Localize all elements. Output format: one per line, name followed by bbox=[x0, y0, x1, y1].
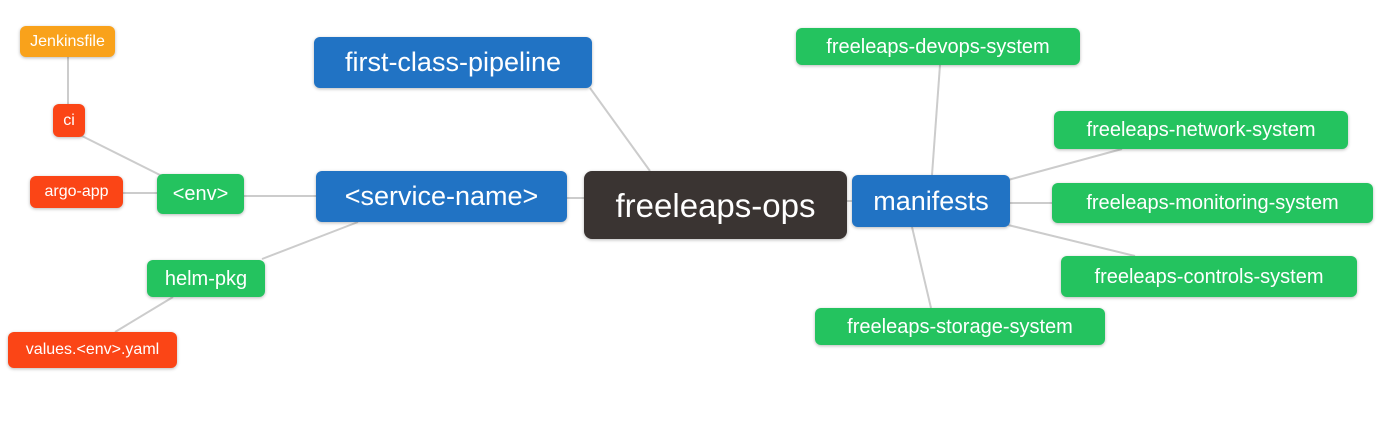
node-label: freeleaps-monitoring-system bbox=[1086, 192, 1339, 214]
mindmap-node-freeleaps-monitoring-system[interactable]: freeleaps-monitoring-system bbox=[1052, 183, 1373, 223]
node-label: freeleaps-devops-system bbox=[826, 35, 1050, 58]
edge-manifests-to-freeleaps-controls-system bbox=[1007, 224, 1136, 257]
edge-manifests-to-freeleaps-storage-system bbox=[911, 226, 932, 309]
edge-manifests-to-freeleaps-network-system bbox=[1007, 148, 1123, 181]
mindmap-node-freeleaps-storage-system[interactable]: freeleaps-storage-system bbox=[815, 308, 1105, 345]
edge-ci-to-env bbox=[79, 134, 163, 177]
mindmap-node-ci[interactable]: ci bbox=[53, 104, 85, 137]
node-label: freeleaps-storage-system bbox=[847, 315, 1073, 338]
node-label: manifests bbox=[873, 185, 989, 216]
mindmap-node-service-name[interactable]: <service-name> bbox=[316, 171, 567, 222]
node-label: ci bbox=[63, 111, 75, 129]
mindmap-node-freeleaps-network-system[interactable]: freeleaps-network-system bbox=[1054, 111, 1348, 149]
edge-helm-pkg-to-values-env-yaml bbox=[114, 296, 174, 333]
mindmap-node-freeleaps-devops-system[interactable]: freeleaps-devops-system bbox=[796, 28, 1080, 65]
mindmap-node-freeleaps-ops[interactable]: freeleaps-ops bbox=[584, 171, 847, 239]
node-label: first-class-pipeline bbox=[344, 47, 562, 77]
node-label: freeleaps-network-system bbox=[1086, 119, 1316, 141]
mindmap-node-values-env-yaml[interactable]: values.<env>.yaml bbox=[8, 332, 177, 368]
node-label: Jenkinsfile bbox=[30, 32, 105, 50]
mindmap-node-manifests[interactable]: manifests bbox=[852, 175, 1010, 227]
node-label: freeleaps-controls-system bbox=[1094, 265, 1324, 288]
mindmap-node-env[interactable]: <env> bbox=[157, 174, 244, 214]
node-label: values.<env>.yaml bbox=[25, 341, 160, 358]
mindmap-node-helm-pkg[interactable]: helm-pkg bbox=[147, 260, 265, 297]
node-label: argo-app bbox=[44, 183, 109, 200]
node-label: <env> bbox=[172, 183, 229, 205]
node-label: freeleaps-ops bbox=[615, 186, 816, 224]
node-label: <service-name> bbox=[344, 181, 539, 211]
edge-freeleaps-devops-system-to-manifests bbox=[931, 64, 941, 176]
mindmap-node-first-class-pipeline[interactable]: first-class-pipeline bbox=[314, 37, 592, 88]
mindmap-node-argo-app[interactable]: argo-app bbox=[30, 176, 123, 208]
mindmap-node-freeleaps-controls-system[interactable]: freeleaps-controls-system bbox=[1061, 256, 1357, 297]
edge-service-name-to-helm-pkg bbox=[261, 221, 359, 260]
node-label: helm-pkg bbox=[164, 267, 248, 290]
mindmap-node-jenkinsfile[interactable]: Jenkinsfile bbox=[20, 26, 115, 57]
edge-first-class-pipeline-to-freeleaps-ops bbox=[589, 87, 651, 172]
